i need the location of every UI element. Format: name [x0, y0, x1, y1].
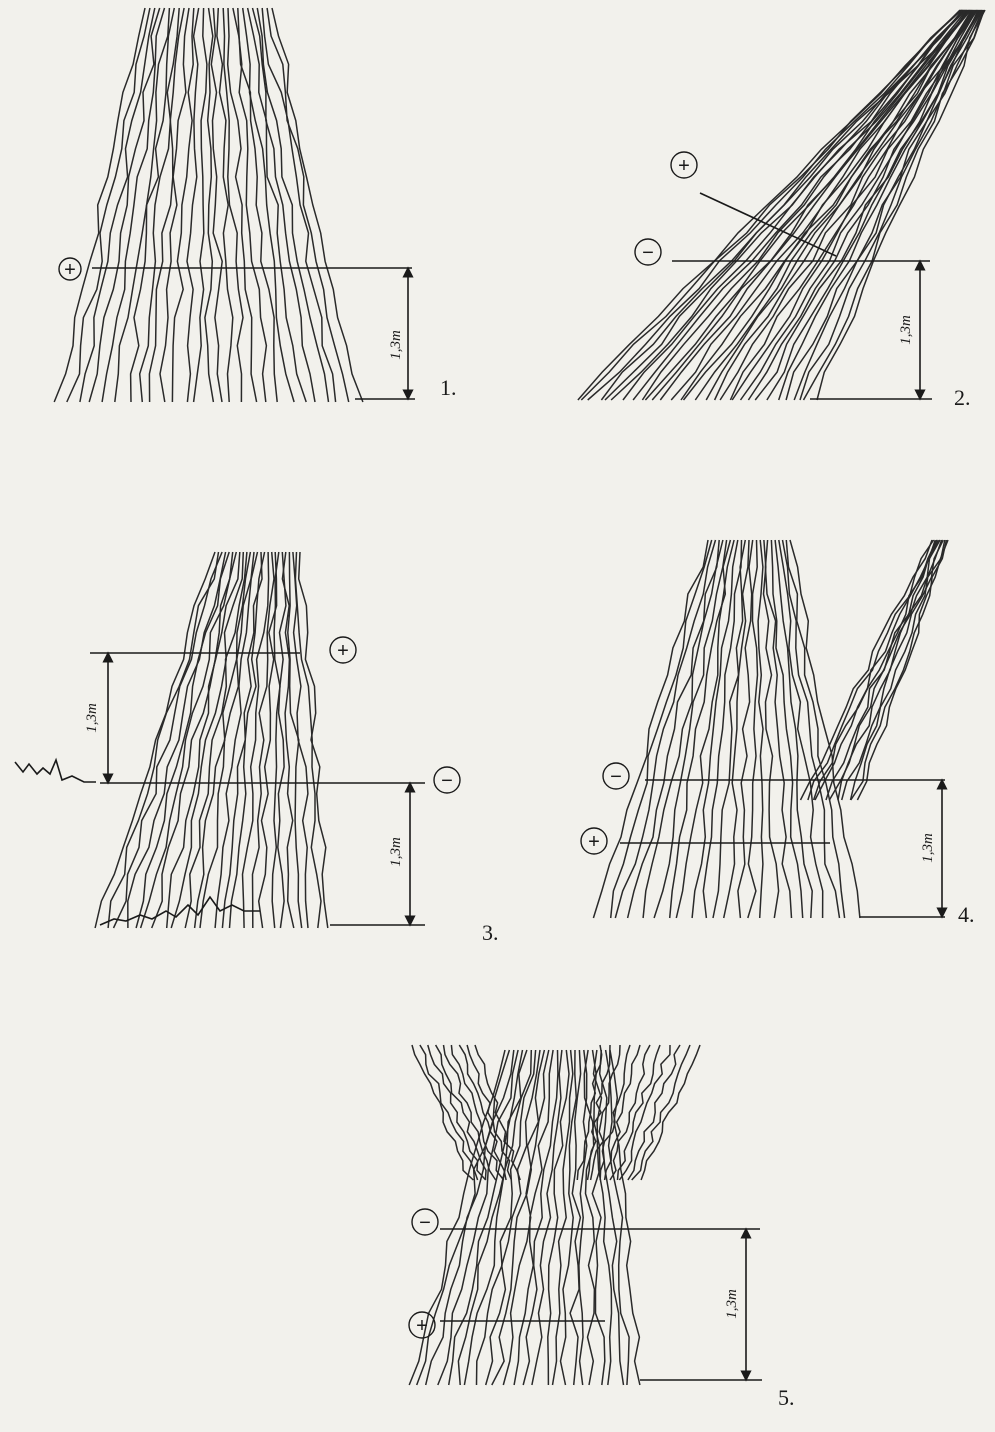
minus-mark-3: − — [434, 767, 460, 793]
plus-mark-5: + — [409, 1312, 435, 1338]
branch-5b-stroke — [641, 1045, 700, 1180]
upper-height-label-3: 1,3m — [84, 703, 100, 733]
bark-3-stroke — [282, 552, 293, 928]
minus-mark-4: − — [603, 763, 629, 789]
plus-mark-4: + — [581, 828, 607, 854]
bark-4-stroke — [758, 540, 763, 918]
minus-mark-2: − — [635, 239, 661, 265]
bark-1-stroke — [211, 8, 222, 402]
bark-4-stroke — [779, 540, 823, 918]
height-label-5: 1,3m — [724, 1289, 740, 1319]
branch-5a-stroke — [420, 1045, 478, 1180]
bark-3-stroke — [141, 552, 233, 928]
svg-text:−: − — [610, 766, 622, 788]
svg-text:+: + — [337, 640, 349, 662]
plus-mark-2: + — [671, 152, 697, 178]
tree-trunk-1 — [54, 8, 363, 402]
bark-4-stroke — [738, 540, 753, 918]
bark-5-stroke — [523, 1050, 558, 1385]
bark-4-stroke — [643, 540, 723, 918]
tree-trunk-2 — [578, 10, 985, 400]
figure-number-4: 4. — [958, 902, 975, 927]
svg-text:+: + — [678, 155, 690, 177]
figure-2: + − 1,3m 2. — [578, 10, 985, 410]
bark-4-stroke — [654, 540, 727, 918]
bark-1-stroke — [67, 8, 150, 402]
bark-2-stroke — [642, 10, 966, 400]
bark-4-stroke — [611, 540, 712, 918]
bark-3-stroke — [293, 552, 308, 928]
tree-trunk-3 — [95, 552, 328, 928]
plus-mark-1: + — [59, 258, 81, 281]
bark-1-stroke — [80, 8, 155, 402]
figure-1: + 1,3m 1. — [54, 8, 456, 402]
bark-1-stroke — [272, 8, 363, 402]
figure-number-5: 5. — [778, 1385, 795, 1410]
branch-5b-stroke — [618, 1045, 661, 1180]
branch-5b-stroke — [619, 1045, 670, 1180]
bark-4-stroke — [670, 540, 731, 918]
figure-4: − + 1,3m 4. — [581, 540, 975, 927]
height-label-1: 1,3m — [388, 330, 404, 360]
bark-4-stroke — [764, 540, 779, 918]
tree-trunk-4 — [593, 540, 948, 918]
bark-1-stroke — [115, 8, 170, 402]
figure-5: − + 1,3m 5. — [409, 1045, 795, 1410]
height-label-3: 1,3m — [388, 837, 404, 867]
bark-3-stroke — [171, 552, 243, 928]
bark-1-stroke — [223, 8, 243, 402]
bark-3-stroke — [288, 552, 302, 928]
branch-5a-stroke — [459, 1045, 506, 1180]
svg-text:+: + — [64, 259, 76, 281]
bark-1-stroke — [238, 8, 277, 402]
bark-2-stroke — [767, 10, 980, 400]
bark-3-stroke — [128, 552, 226, 928]
bark-4-stroke — [628, 540, 720, 918]
height-label-2: 1,3m — [898, 315, 914, 345]
svg-text:−: − — [642, 242, 654, 264]
svg-text:−: − — [419, 1212, 431, 1234]
bark-3-stroke — [278, 552, 286, 928]
bark-3-stroke — [243, 552, 269, 928]
tree-trunk-5 — [409, 1045, 700, 1385]
bark-2-stroke — [720, 10, 975, 400]
figure-number-3: 3. — [482, 920, 499, 945]
bark-5-stroke — [438, 1050, 518, 1385]
bark-5-stroke — [561, 1050, 577, 1385]
height-label-4: 1,3m — [920, 833, 936, 863]
ground-slope-upper — [15, 760, 96, 782]
bark-1-stroke — [194, 8, 207, 402]
bark-4-stroke — [775, 540, 812, 918]
bark-5-stroke — [464, 1050, 531, 1385]
bark-4-stroke — [692, 540, 738, 918]
minus-mark-5: − — [412, 1209, 438, 1235]
bark-3-stroke — [299, 552, 328, 928]
bark-3-stroke — [95, 552, 215, 928]
branch-4-stroke — [851, 540, 947, 800]
plus-mark-3: + — [330, 637, 356, 663]
figure-number-2: 2. — [954, 385, 971, 410]
bark-4-stroke — [713, 540, 745, 918]
bark-2-stroke — [671, 10, 970, 400]
bark-1-stroke — [243, 8, 294, 402]
figure-3: + − 1,3m 1,3m 3. — [15, 552, 499, 945]
branch-4-stroke — [826, 540, 938, 800]
bark-4-stroke — [748, 540, 758, 918]
svg-text:−: − — [441, 770, 453, 792]
bark-4-stroke — [593, 540, 708, 918]
svg-text:+: + — [588, 831, 600, 853]
svg-text:+: + — [416, 1315, 428, 1337]
bark-4-stroke — [615, 540, 715, 918]
figure-number-1: 1. — [440, 375, 457, 400]
bark-5-stroke — [492, 1050, 545, 1385]
bark-3-stroke — [136, 552, 229, 928]
bark-4-stroke — [783, 540, 840, 918]
